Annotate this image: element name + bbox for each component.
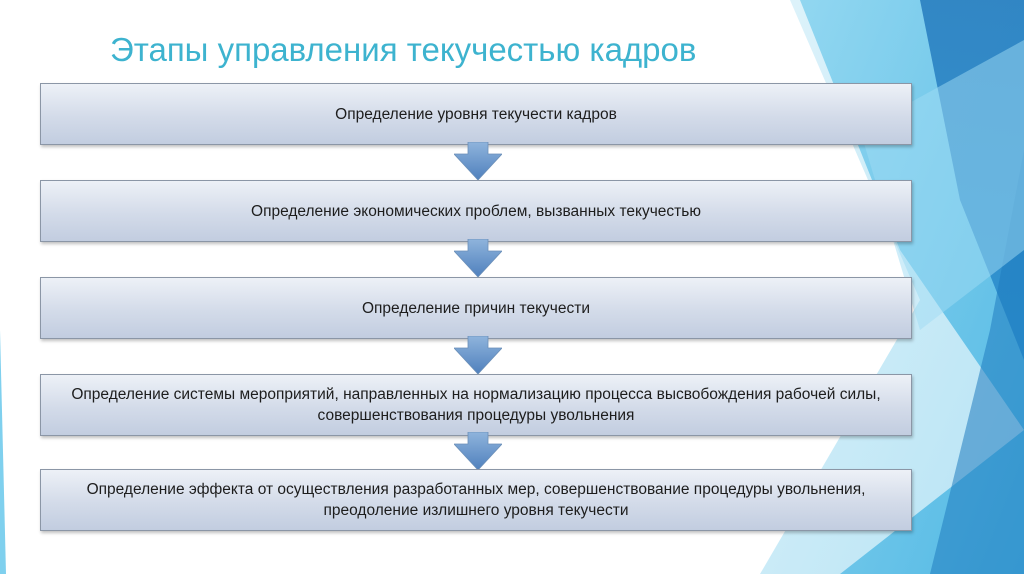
- flow-step-5: Определение эффекта от осуществления раз…: [40, 469, 912, 531]
- arrow-down-icon: [454, 239, 502, 278]
- flow-step-label: Определение экономических проблем, вызва…: [251, 202, 701, 220]
- flow-step-label: Определение системы мероприятий, направл…: [71, 386, 881, 424]
- flow-step-label: Определение уровня текучести кадров: [335, 105, 617, 123]
- flow-step-label: Определение причин текучести: [361, 299, 591, 317]
- arrow-down-icon: [454, 336, 502, 375]
- left-accent-strip: [0, 330, 6, 574]
- flow-step-label: Определение эффекта от осуществления раз…: [86, 481, 866, 519]
- arrow-down-icon: [454, 142, 502, 181]
- flow-step-4: Определение системы мероприятий, направл…: [40, 374, 912, 436]
- flow-step-1: Определение уровня текучести кадров: [40, 83, 912, 145]
- flow-step-2: Определение экономических проблем, вызва…: [40, 180, 912, 242]
- decor-shape-accent: [930, 150, 1024, 574]
- arrow-down-icon: [454, 432, 502, 471]
- flow-step-3: Определение причин текучести: [40, 277, 912, 339]
- slide-title: Этапы управления текучестью кадров: [110, 31, 697, 68]
